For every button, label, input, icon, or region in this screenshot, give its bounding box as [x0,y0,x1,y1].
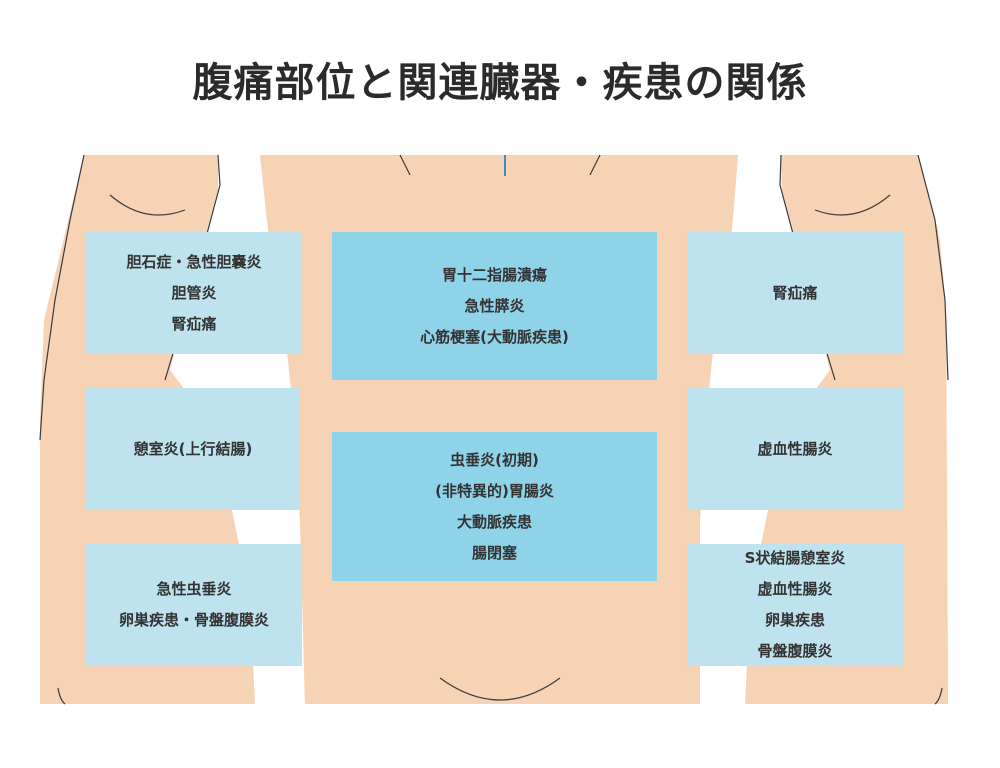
region-line: 胆石症・急性胆嚢炎 [126,252,262,271]
region-line: 虚血性腸炎 [757,439,833,458]
region-right-middle-box: 憩室炎(上行結腸) [86,388,300,510]
region-line: 大動脈疾患 [456,512,532,531]
region-line: 腸閉塞 [471,543,517,562]
region-left-middle-box: 虚血性腸炎 [687,388,903,510]
region-line: 憩室炎(上行結腸) [133,439,253,458]
page-title: 腹痛部位と関連臓器・疾患の関係 [192,60,808,106]
region-left-lower-box: S状結腸憩室炎 虚血性腸炎 卵巣疾患 骨盤腹膜炎 [687,544,903,666]
region-periumbilical-box: 虫垂炎(初期) (非特異的)胃腸炎 大動脈疾患 腸閉塞 [332,432,657,581]
region-line: 骨盤腹膜炎 [757,642,833,660]
region-line: 腎疝痛 [772,283,818,302]
body-outlines [39,154,949,705]
region-line: 卵巣疾患 [764,611,825,629]
region-line: 急性虫垂炎 [156,580,232,598]
region-line: 心筋梗塞(大動脈疾患) [420,327,569,346]
region-line: S状結腸憩室炎 [744,549,846,567]
region-line: 虫垂炎(初期) [450,450,539,469]
region-line: 虚血性腸炎 [757,580,833,598]
region-line: 胃十二指腸潰瘍 [441,265,547,284]
region-epigastric-box: 胃十二指腸潰瘍 急性膵炎 心筋梗塞(大動脈疾患) [332,232,657,380]
region-line: 腎疝痛 [171,314,217,333]
region-line: 胆管炎 [171,283,217,302]
region-left-upper-box: 腎疝痛 [687,232,903,354]
region-line: (非特異的)胃腸炎 [435,481,554,500]
region-line: 急性膵炎 [464,296,525,315]
region-right-upper-box: 胆石症・急性胆嚢炎 胆管炎 腎疝痛 [86,232,302,354]
region-line: 卵巣疾患・骨盤腹膜炎 [118,611,269,629]
region-right-lower-box: 急性虫垂炎 卵巣疾患・骨盤腹膜炎 [86,544,302,666]
